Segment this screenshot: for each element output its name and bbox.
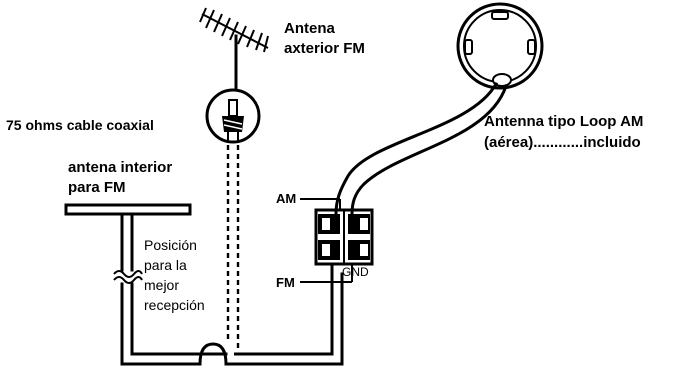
indoor-fm-label-line2: para FM xyxy=(68,179,126,196)
position-label-line4: recepción xyxy=(144,297,205,313)
loop-am-label-line1: Antenna tipo Loop AM xyxy=(484,113,643,130)
position-label-line3: mejor xyxy=(144,277,179,293)
terminal-fm-label: FM xyxy=(276,275,295,290)
position-label-line2: para la xyxy=(144,257,187,273)
terminal-am-label: AM xyxy=(276,191,296,206)
outdoor-fm-label-line1: Antena xyxy=(284,20,335,37)
indoor-fm-label-line1: antena interior xyxy=(68,159,172,176)
label-group: Antena axterior FM 75 ohms cable coaxial… xyxy=(6,20,643,313)
coax-connector-icon xyxy=(205,88,261,144)
outdoor-fm-antenna-icon xyxy=(199,7,269,98)
terminal-block-icon xyxy=(300,198,374,283)
loop-am-label-line2: (aérea)............incluido xyxy=(484,134,641,151)
position-label-line1: Posición xyxy=(144,237,197,253)
coax-cable xyxy=(226,145,240,352)
coax-cable-label: 75 ohms cable coaxial xyxy=(6,117,154,133)
loop-antenna-icon xyxy=(334,2,544,216)
outdoor-fm-label-line2: axterior FM xyxy=(284,40,365,57)
indoor-fm-antenna xyxy=(64,203,344,368)
terminal-gnd-label: GND xyxy=(342,265,369,279)
